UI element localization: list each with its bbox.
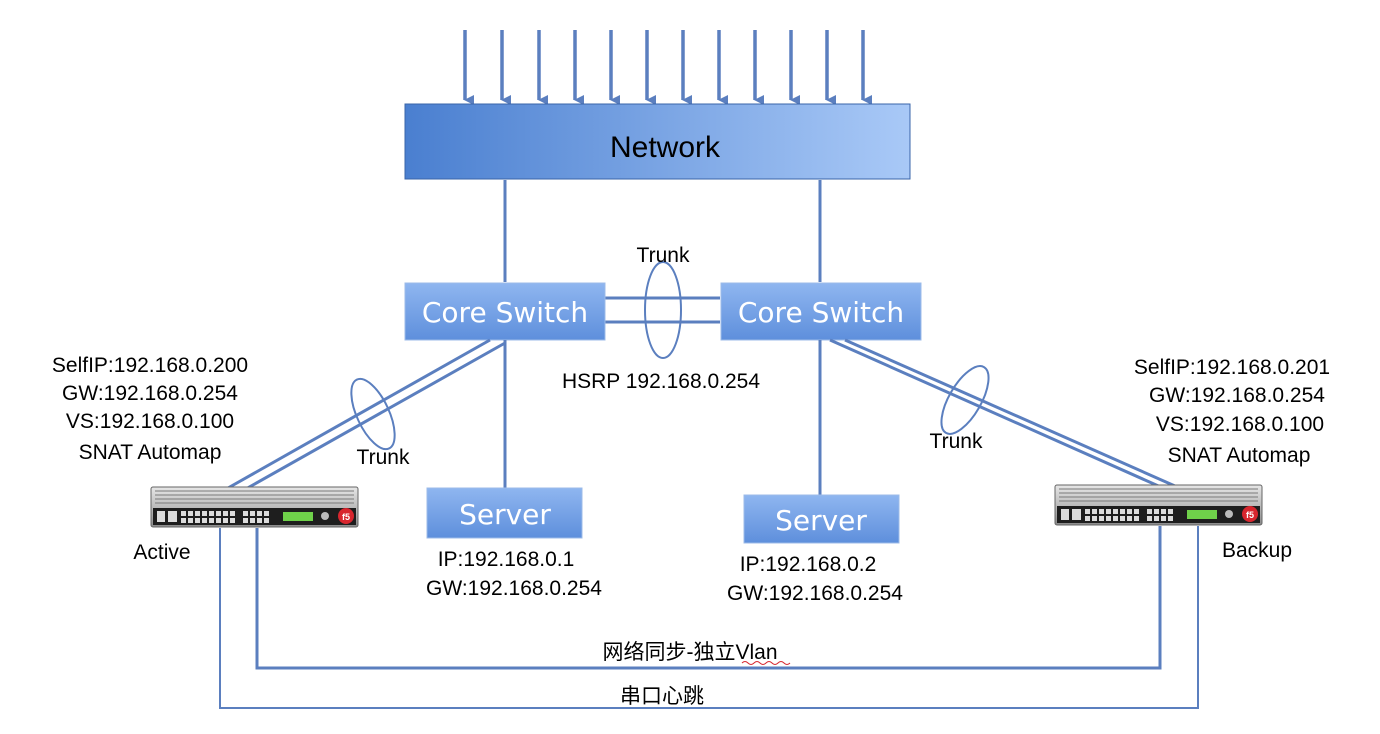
server-left-ip: IP:192.168.0.1 xyxy=(438,548,575,571)
core-switch-right-label: Core Switch xyxy=(738,296,904,329)
trunk-label-right: Trunk xyxy=(930,430,983,453)
incoming-traffic-arrows xyxy=(463,30,872,105)
network-label: Network xyxy=(610,131,721,164)
active-device-info: SelfIP:192.168.0.200 GW:192.168.0.254 VS… xyxy=(52,354,248,464)
backup-selfip: SelfIP:192.168.0.201 xyxy=(1134,356,1330,379)
core-switch-left-label: Core Switch xyxy=(422,296,588,329)
active-f5-appliance: f5 xyxy=(150,486,359,528)
sync-vlan-link xyxy=(255,526,1162,670)
server-right-gw: GW:192.168.0.254 xyxy=(727,582,903,605)
active-selfip: SelfIP:192.168.0.200 xyxy=(52,354,248,377)
backup-gw: GW:192.168.0.254 xyxy=(1149,384,1325,407)
server-links xyxy=(503,340,822,495)
network-cloud-box: Network xyxy=(404,103,911,180)
backup-logo-text: f5 xyxy=(1246,510,1254,520)
right-trunk-link xyxy=(829,338,1176,490)
backup-f5-appliance: f5 xyxy=(1054,484,1263,526)
server-left-label: Server xyxy=(459,498,551,531)
uplinks xyxy=(503,180,822,282)
active-snat: SNAT Automap xyxy=(79,441,222,464)
core-trunk-link xyxy=(605,261,720,359)
trunk-label-left: Trunk xyxy=(357,446,410,469)
server-left-gw: GW:192.168.0.254 xyxy=(426,577,602,600)
serial-heartbeat-label: 串口心跳 xyxy=(620,685,704,708)
sync-vlan-label: 网络同步-独立Vlan xyxy=(602,641,777,664)
backup-vs: VS:192.168.0.100 xyxy=(1156,413,1324,436)
left-trunk-link xyxy=(227,338,506,492)
active-vs: VS:192.168.0.100 xyxy=(66,410,234,433)
spellcheck-underline xyxy=(741,661,791,665)
core-switch-right: Core Switch xyxy=(720,282,922,341)
core-switch-left: Core Switch xyxy=(404,282,606,341)
f5-logo-icon xyxy=(1242,506,1258,522)
backup-role-label: Backup xyxy=(1222,539,1292,562)
serial-heartbeat-link xyxy=(219,526,1199,709)
f5-logo-icon xyxy=(338,508,354,524)
active-role-label: Active xyxy=(133,541,190,564)
active-logo-text: f5 xyxy=(342,512,350,522)
active-gw: GW:192.168.0.254 xyxy=(62,382,238,405)
server-right-ip: IP:192.168.0.2 xyxy=(740,553,877,576)
server-left: Server xyxy=(426,487,583,539)
backup-device-info: SelfIP:192.168.0.201 GW:192.168.0.254 VS… xyxy=(1134,356,1330,467)
hsrp-label: HSRP 192.168.0.254 xyxy=(562,370,760,393)
server-right: Server xyxy=(743,494,900,544)
trunk-label-top: Trunk xyxy=(637,244,690,267)
backup-snat: SNAT Automap xyxy=(1168,444,1311,467)
server-right-label: Server xyxy=(775,504,867,537)
